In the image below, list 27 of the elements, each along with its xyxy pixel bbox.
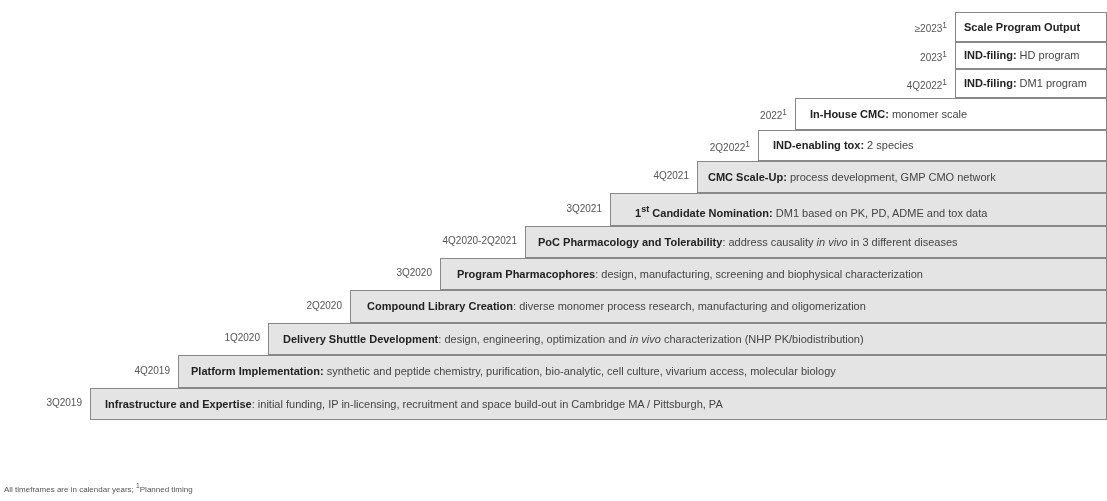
footnote: All timeframes are in calendar years; $^{1}$Planned timing xyxy=(4,482,193,494)
date-label: 4Q2022$^{1}$ xyxy=(906,76,947,91)
timeline-step-bar: IND-filing: DM1 program xyxy=(955,69,1107,98)
timeline-step-bar: Scale Program Output xyxy=(955,12,1107,42)
timeline-step-bar: Platform Implementation: synthetic and peptide chemistry, purification, bio-analytic, cell culture, vivarium access, molecular biology xyxy=(178,355,1107,388)
date-label: 2022$^{1}$ xyxy=(760,107,787,122)
date-label: 3Q2019 xyxy=(46,397,82,408)
date-label: 4Q2020-2Q2021 xyxy=(442,235,517,246)
timeline-step-bar: Delivery Shuttle Development: design, engineering, optimization and in vivo characterization (NHP PK/biodistribution) xyxy=(268,323,1107,355)
timeline-step-bar: CMC Scale-Up: process development, GMP CMO network xyxy=(697,161,1107,193)
timeline-step-bar: PoC Pharmacology and Tolerability: address causality in vivo in 3 different diseases xyxy=(525,226,1107,258)
date-label: 3Q2020 xyxy=(396,267,432,278)
date-label: 2Q2020 xyxy=(306,299,342,311)
timeline-step-bar: 1$^{st}$ Candidate Nomination: DM1 based on PK, PD, ADME and tox data xyxy=(610,193,1107,226)
date-label: 3Q2021 xyxy=(566,202,602,214)
date-label: 4Q2021 xyxy=(653,170,689,181)
date-label: 2Q2022$^{1}$ xyxy=(709,138,750,153)
date-label: 1Q2020 xyxy=(224,332,260,343)
timeline-step-bar: In-House CMC: monomer scale xyxy=(795,98,1107,130)
timeline-step-bar: IND-filing: HD program xyxy=(955,42,1107,69)
timeline-step-bar: Program Pharmacophores: design, manufacturing, screening and biophysical characterization xyxy=(440,258,1107,290)
timeline-step-bar: Infrastructure and Expertise: initial funding, IP in-licensing, recruitment and space build-out in Cambridge MA / Pittsburgh, PA xyxy=(90,388,1107,420)
date-label: 2023$^{1}$ xyxy=(920,48,947,63)
timeline-step-bar: IND-enabling tox: 2 species xyxy=(758,130,1107,161)
date-label: ≥2023$^{1}$ xyxy=(914,20,947,35)
timeline-step-bar: Compound Library Creation: diverse monomer process research, manufacturing and oligomerization xyxy=(350,290,1107,323)
date-label: 4Q2019 xyxy=(134,364,170,376)
